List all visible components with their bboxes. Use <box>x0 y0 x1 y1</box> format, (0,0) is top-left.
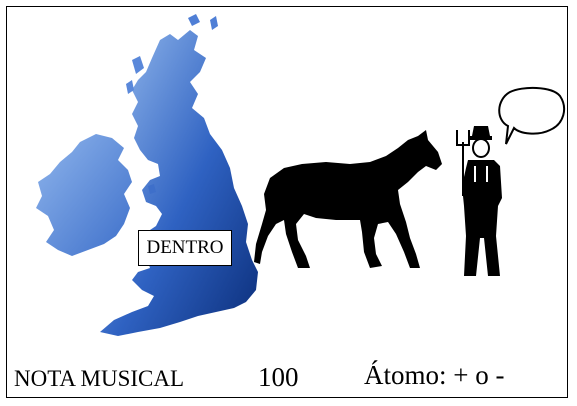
british-isles-map-icon <box>36 14 258 336</box>
horse-icon <box>254 130 442 268</box>
nota-musical-text: NOTA MUSICAL <box>14 366 185 391</box>
farmer-with-speech-bubble-icon <box>456 86 566 276</box>
dentro-label: DENTRO <box>138 230 232 266</box>
number-text: 100 <box>258 362 299 392</box>
atomo-text: Átomo: + o - <box>364 360 505 390</box>
